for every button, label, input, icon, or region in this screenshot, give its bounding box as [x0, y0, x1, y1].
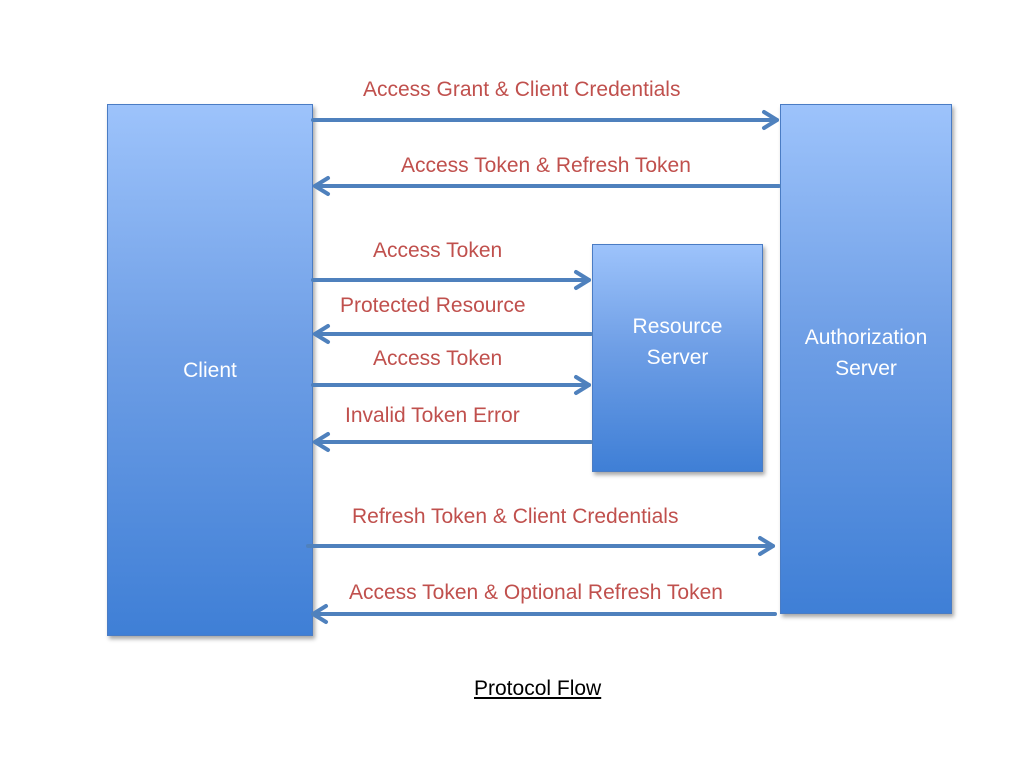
message-label-access-refresh-token: Access Token & Refresh Token	[401, 154, 691, 177]
message-label-protected-resource: Protected Resource	[340, 294, 526, 317]
arrow-invalid-token-error	[313, 432, 593, 452]
message-label-access-token-1: Access Token	[373, 239, 503, 262]
authorization-server-label: Authorization Server	[804, 326, 928, 380]
message-label-access-grant: Access Grant & Client Credentials	[363, 78, 681, 101]
arrow-access-grant	[311, 110, 779, 130]
client-label: Client	[183, 358, 237, 382]
message-label-invalid-token-error: Invalid Token Error	[345, 404, 520, 427]
message-label-refresh-token: Refresh Token & Client Credentials	[352, 505, 679, 528]
client-box: Client	[107, 104, 313, 636]
arrow-access-refresh-token	[313, 176, 781, 196]
resource-server-label: Resource Server	[632, 315, 723, 369]
resource-server-box: Resource Server	[592, 244, 763, 472]
authorization-server-box: Authorization Server	[780, 104, 952, 614]
message-label-access-token-2: Access Token	[373, 347, 503, 370]
arrow-optional-refresh-token	[311, 604, 777, 624]
diagram-caption: Protocol Flow	[474, 677, 602, 700]
arrow-access-token-1	[311, 270, 591, 290]
arrow-refresh-token	[306, 536, 775, 556]
message-label-optional-refresh-token: Access Token & Optional Refresh Token	[349, 581, 723, 604]
arrow-protected-resource	[313, 324, 593, 344]
arrow-access-token-2	[311, 375, 591, 395]
